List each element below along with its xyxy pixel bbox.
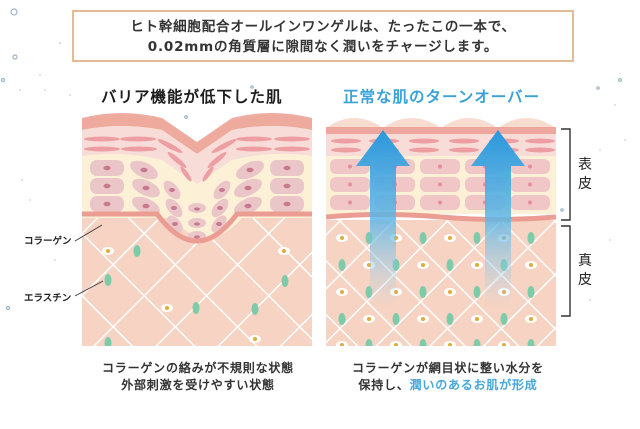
collagen-label: コラーゲン <box>24 236 72 247</box>
epidermis-bracket <box>561 128 571 221</box>
caption-highlight: 潤いのあるお肌が形成 <box>409 378 538 392</box>
healthy-skin-illustration <box>326 118 556 346</box>
caption-line-2: 保持し、潤いのあるお肌が形成 <box>328 377 568 394</box>
dermis-bracket <box>561 225 571 317</box>
epidermis-label: 表皮 <box>578 157 592 192</box>
banner-line-2: 0.02mmの角質層に隙間なく潤いをチャージします。 <box>147 39 499 55</box>
turnover-arrow-2 <box>471 130 525 308</box>
healthy-skin-heading: 正常な肌のターンオーバー <box>343 88 541 106</box>
turnover-arrow-1 <box>356 130 410 308</box>
caption-prefix: 保持し、 <box>358 378 410 392</box>
elastin-label: エラスチン <box>24 293 72 304</box>
intro-banner: ヒト幹細胞配合オールインワンゲルは、たったこの一本で、 0.02mmの角質層に隙… <box>72 10 574 62</box>
dermis-label: 真皮 <box>578 253 592 288</box>
banner-line-1: ヒト幹細胞配合オールインワンゲルは、たったこの一本で、 <box>130 19 516 35</box>
caption-line-1: コラーゲンの絡みが不規則な状態 <box>101 361 294 375</box>
caption-line-2: 外部刺激を受けやすい状態 <box>121 378 275 392</box>
damaged-skin-illustration <box>82 113 312 346</box>
damaged-skin-heading: バリア機能が低下した肌 <box>101 88 283 106</box>
healthy-skin-caption: コラーゲンが網目状に整い水分を 保持し、潤いのあるお肌が形成 <box>328 360 568 394</box>
damaged-skin-caption: コラーゲンの絡みが不規則な状態 外部刺激を受けやすい状態 <box>84 360 312 394</box>
caption-line-1: コラーゲンが網目状に整い水分を <box>351 361 544 375</box>
basement-membrane <box>82 211 312 244</box>
basement-membrane <box>326 212 556 222</box>
dermis-lattice <box>326 220 556 346</box>
